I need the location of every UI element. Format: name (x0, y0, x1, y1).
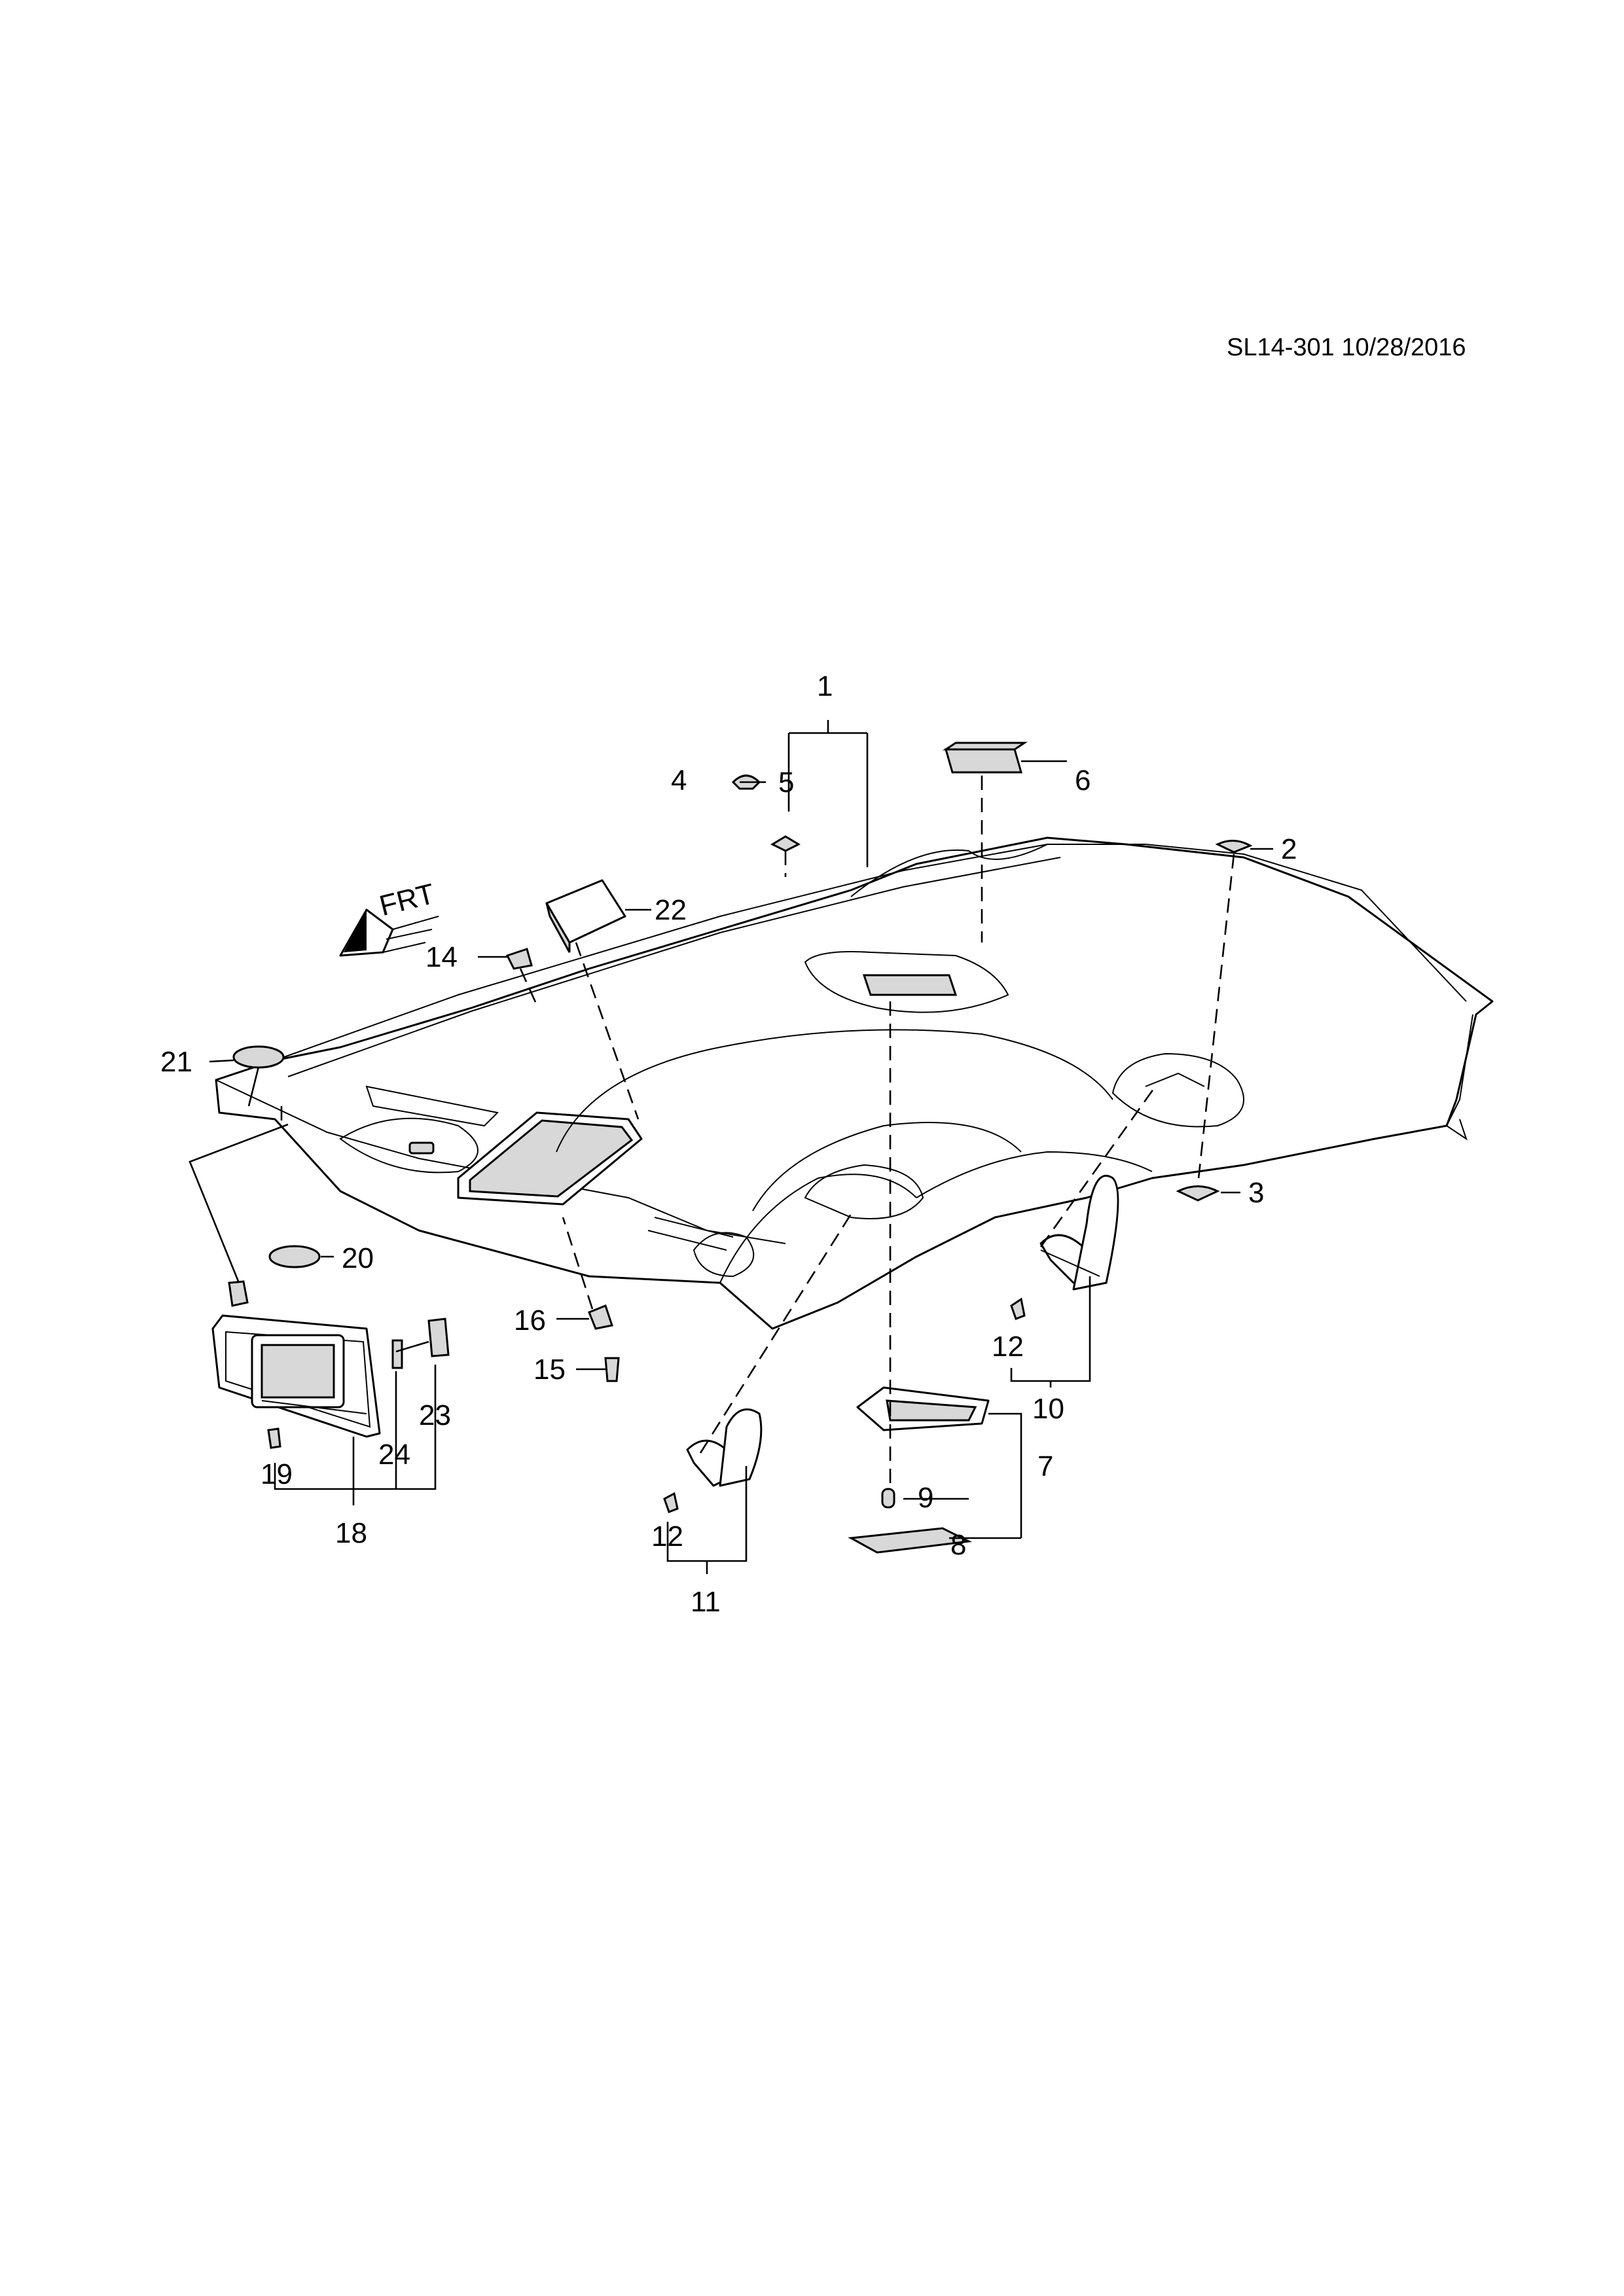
clip-part-16 (588, 1304, 613, 1330)
cap-part-20 (268, 1245, 321, 1268)
document-code: SL14-301 10/28/2016 (1227, 334, 1466, 361)
callout-4: 4 (671, 764, 687, 797)
callout-20: 20 (342, 1242, 374, 1274)
callout-15: 15 (533, 1354, 566, 1386)
pad-part-6-top (943, 742, 1028, 751)
clip-part-5 (770, 835, 801, 852)
leader-lines (189, 720, 1273, 1574)
screw-part-19 (267, 1427, 281, 1449)
clip-part-14 (505, 948, 533, 970)
callout-23: 23 (419, 1399, 451, 1431)
clip-part-3 (1176, 1185, 1220, 1202)
callout-11: 11 (691, 1586, 721, 1618)
callout-labels: 1 2 3 4 5 6 7 8 9 10 11 12 12 14 15 16 1… (160, 670, 1297, 1618)
sun-visor-part-18 (211, 1314, 381, 1438)
callout-19: 19 (261, 1458, 293, 1490)
clip-part-2 (1215, 840, 1253, 853)
front-marker-label: FRT (376, 878, 438, 922)
callout-6: 6 (1075, 764, 1091, 797)
callout-21: 21 (160, 1046, 192, 1078)
callout-22: 22 (655, 894, 687, 926)
callout-8: 8 (950, 1529, 966, 1561)
pad-part-6 (945, 748, 1022, 774)
headliner-panel (215, 836, 1494, 1330)
callout-1: 1 (817, 670, 833, 702)
callout-14: 14 (425, 941, 458, 973)
screw-part-15 (604, 1357, 620, 1382)
callout-9: 9 (918, 1482, 933, 1514)
callout-12-rear: 12 (992, 1331, 1024, 1363)
callout-16: 16 (514, 1304, 546, 1336)
bezel-part-21 (232, 1045, 285, 1069)
callout-7: 7 (1038, 1450, 1053, 1482)
dome-lamp-part-7 (856, 1386, 990, 1431)
callout-5: 5 (778, 766, 794, 798)
callout-10: 10 (1032, 1393, 1064, 1425)
callout-24: 24 (378, 1439, 410, 1471)
callout-2: 2 (1281, 833, 1297, 865)
lens-part-8 (848, 1527, 973, 1554)
bulb-part-9 (881, 1488, 895, 1509)
pad-part-22-side (545, 903, 571, 953)
screw-part-12-front (663, 1492, 679, 1513)
cover-part-23 (427, 1318, 450, 1357)
screw-part-12-rear (1010, 1297, 1026, 1320)
visor-hinge (228, 1280, 249, 1307)
front-direction-arrow: FRT (339, 878, 439, 957)
callout-12-front: 12 (651, 1520, 683, 1552)
assist-grip-part-11 (686, 1408, 763, 1487)
pin-part-24 (391, 1339, 403, 1369)
callout-3: 3 (1248, 1177, 1264, 1209)
callout-18: 18 (335, 1517, 367, 1549)
